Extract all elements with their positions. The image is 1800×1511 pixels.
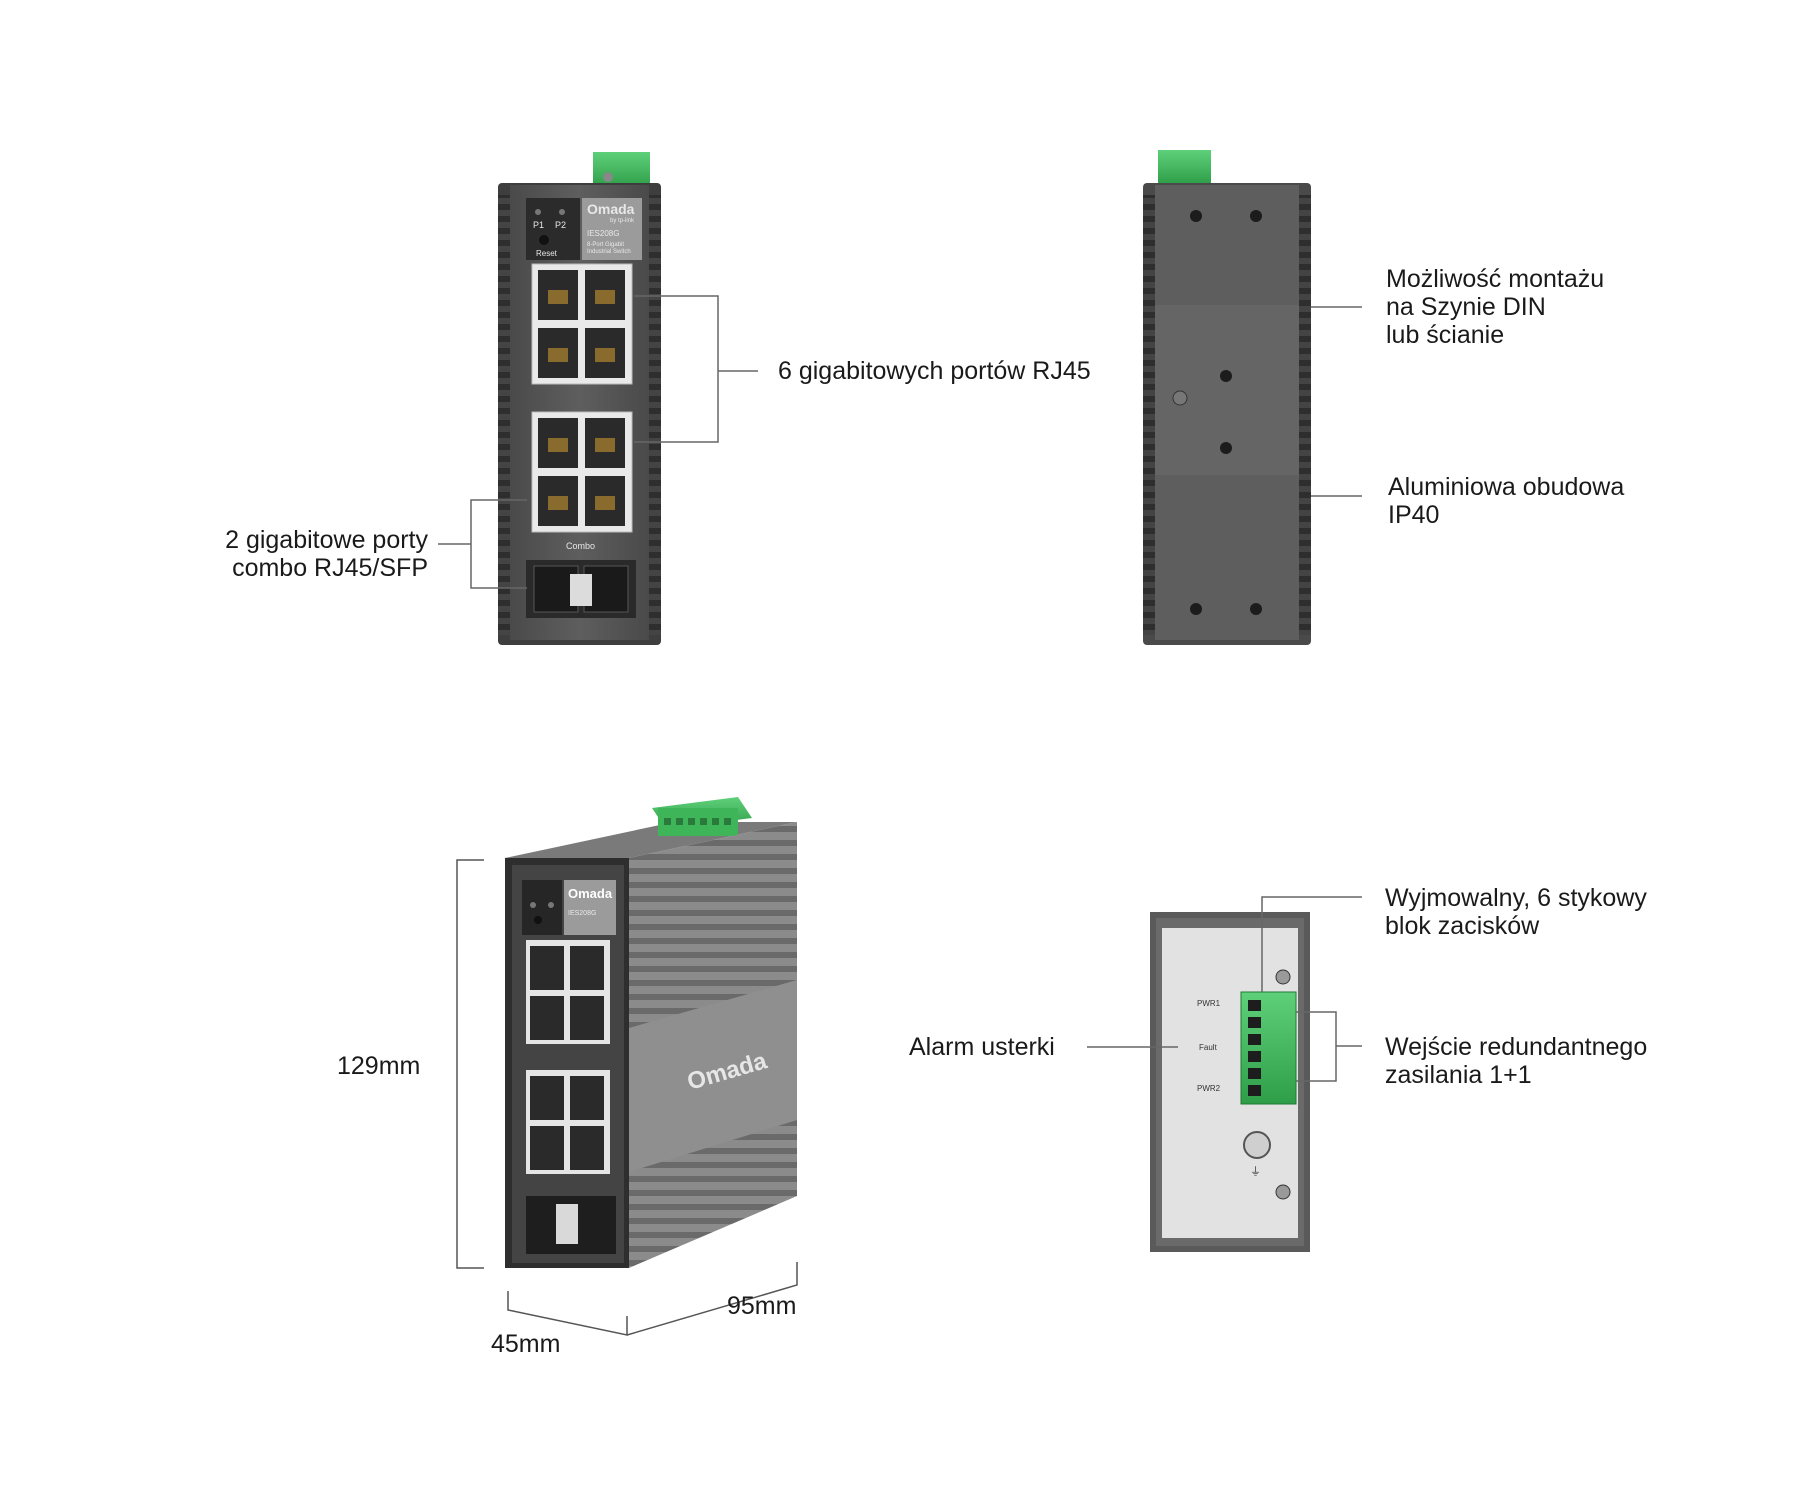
callout-terminal-line2: blok zacisków [1385, 912, 1540, 940]
led-p2 [559, 209, 565, 215]
callout-fault-alarm: Alarm usterki [909, 1033, 1055, 1061]
callout-lines-combo [438, 499, 527, 589]
pwr2-label: PWR2 [1197, 1084, 1221, 1093]
callout-din-line3: lub ścianie [1386, 321, 1505, 349]
width-dimension [507, 1291, 628, 1336]
terminal-detail-view: ⏚ PWR1 Fault PWR2 [1150, 912, 1310, 1252]
callout-din-line2: na Szynie DIN [1386, 293, 1546, 321]
reset-button [539, 235, 549, 245]
dimension-width: 45mm [491, 1330, 561, 1358]
ground-screw-icon [1243, 1131, 1271, 1159]
depth-dimension [626, 1262, 798, 1336]
led-p1 [535, 209, 541, 215]
model-plate [582, 198, 642, 260]
callout-lines-rj45 [634, 295, 758, 443]
led-panel [526, 198, 580, 260]
mount-hole [1250, 210, 1262, 222]
mount-hole [1190, 603, 1202, 615]
mount-hole [1220, 370, 1232, 382]
callout-terminal-block: Wyjmowalny, 6 stykowy blok zacisków [1385, 884, 1647, 940]
height-dimension [456, 859, 484, 1269]
callout-housing-line1: Aluminiowa obudowa [1388, 473, 1625, 501]
screw-icon [1275, 969, 1291, 985]
model-desc-2: Industrial Switch [587, 249, 631, 255]
dimension-height: 129mm [337, 1052, 421, 1080]
dimension-lines [456, 859, 798, 1336]
mount-hole [1220, 442, 1232, 454]
pwr1-label: PWR1 [1197, 999, 1221, 1008]
callout-combo-ports: 2 gigabitowe porty combo RJ45/SFP [180, 526, 428, 582]
terminal-block-back [1158, 150, 1211, 184]
callout-housing-line2: IP40 [1388, 501, 1440, 529]
screw-icon [1172, 390, 1188, 406]
led-p1-label: P1 [533, 220, 544, 230]
callout-power-line1: Wejście redundantnego [1385, 1033, 1648, 1061]
callout-rj45-ports: 6 gigabitowych portów RJ45 [778, 357, 1091, 385]
callout-redundant-power: Wejście redundantnego zasilania 1+1 [1385, 1033, 1647, 1089]
callout-power-line2: zasilania 1+1 [1385, 1061, 1532, 1089]
isometric-view: Omada Omada IES208G [505, 797, 797, 1268]
callout-combo-line1: 2 gigabitowe porty [225, 526, 428, 554]
brand-sub: by tp-link [610, 218, 635, 224]
combo-label: Combo [566, 541, 595, 551]
back-view [1143, 150, 1311, 645]
model-desc-1: 8-Port Gigabit [587, 242, 624, 248]
terminal-block [1240, 991, 1297, 1105]
callout-combo-line2: combo RJ45/SFP [232, 554, 428, 582]
side-logo-band [629, 980, 797, 1172]
model-name: IES208G [587, 229, 619, 238]
iso-brand: Omada [568, 886, 613, 901]
dimension-depth: 95mm [727, 1292, 797, 1320]
rj45-port-group-1 [531, 263, 633, 385]
brand-logo: Omada [587, 201, 635, 217]
callout-lines-terminal [1087, 896, 1362, 1082]
led-p2-label: P2 [555, 220, 566, 230]
terminal-block-top [593, 152, 650, 187]
ground-symbol-icon: ⏚ [1250, 1165, 1261, 1178]
callout-lines-back [1311, 306, 1362, 497]
callout-housing: Aluminiowa obudowa IP40 [1388, 473, 1624, 529]
mount-hole [1250, 603, 1262, 615]
rj45-port-group-2 [531, 411, 633, 533]
reset-label: Reset [536, 249, 558, 258]
callout-din-mount: Możliwość montażu na Szynie DIN lub ścia… [1386, 265, 1604, 349]
mount-hole [1190, 210, 1202, 222]
front-view: P1 P2 Reset Omada by tp-link IES208G 8-P… [498, 152, 661, 645]
fault-label: Fault [1199, 1043, 1218, 1052]
iso-model: IES208G [568, 910, 596, 917]
callout-din-line1: Możliwość montażu [1386, 265, 1605, 293]
callout-terminal-line1: Wyjmowalny, 6 stykowy [1385, 884, 1647, 912]
sfp-ports [526, 560, 636, 618]
screw-icon [1275, 1184, 1291, 1200]
